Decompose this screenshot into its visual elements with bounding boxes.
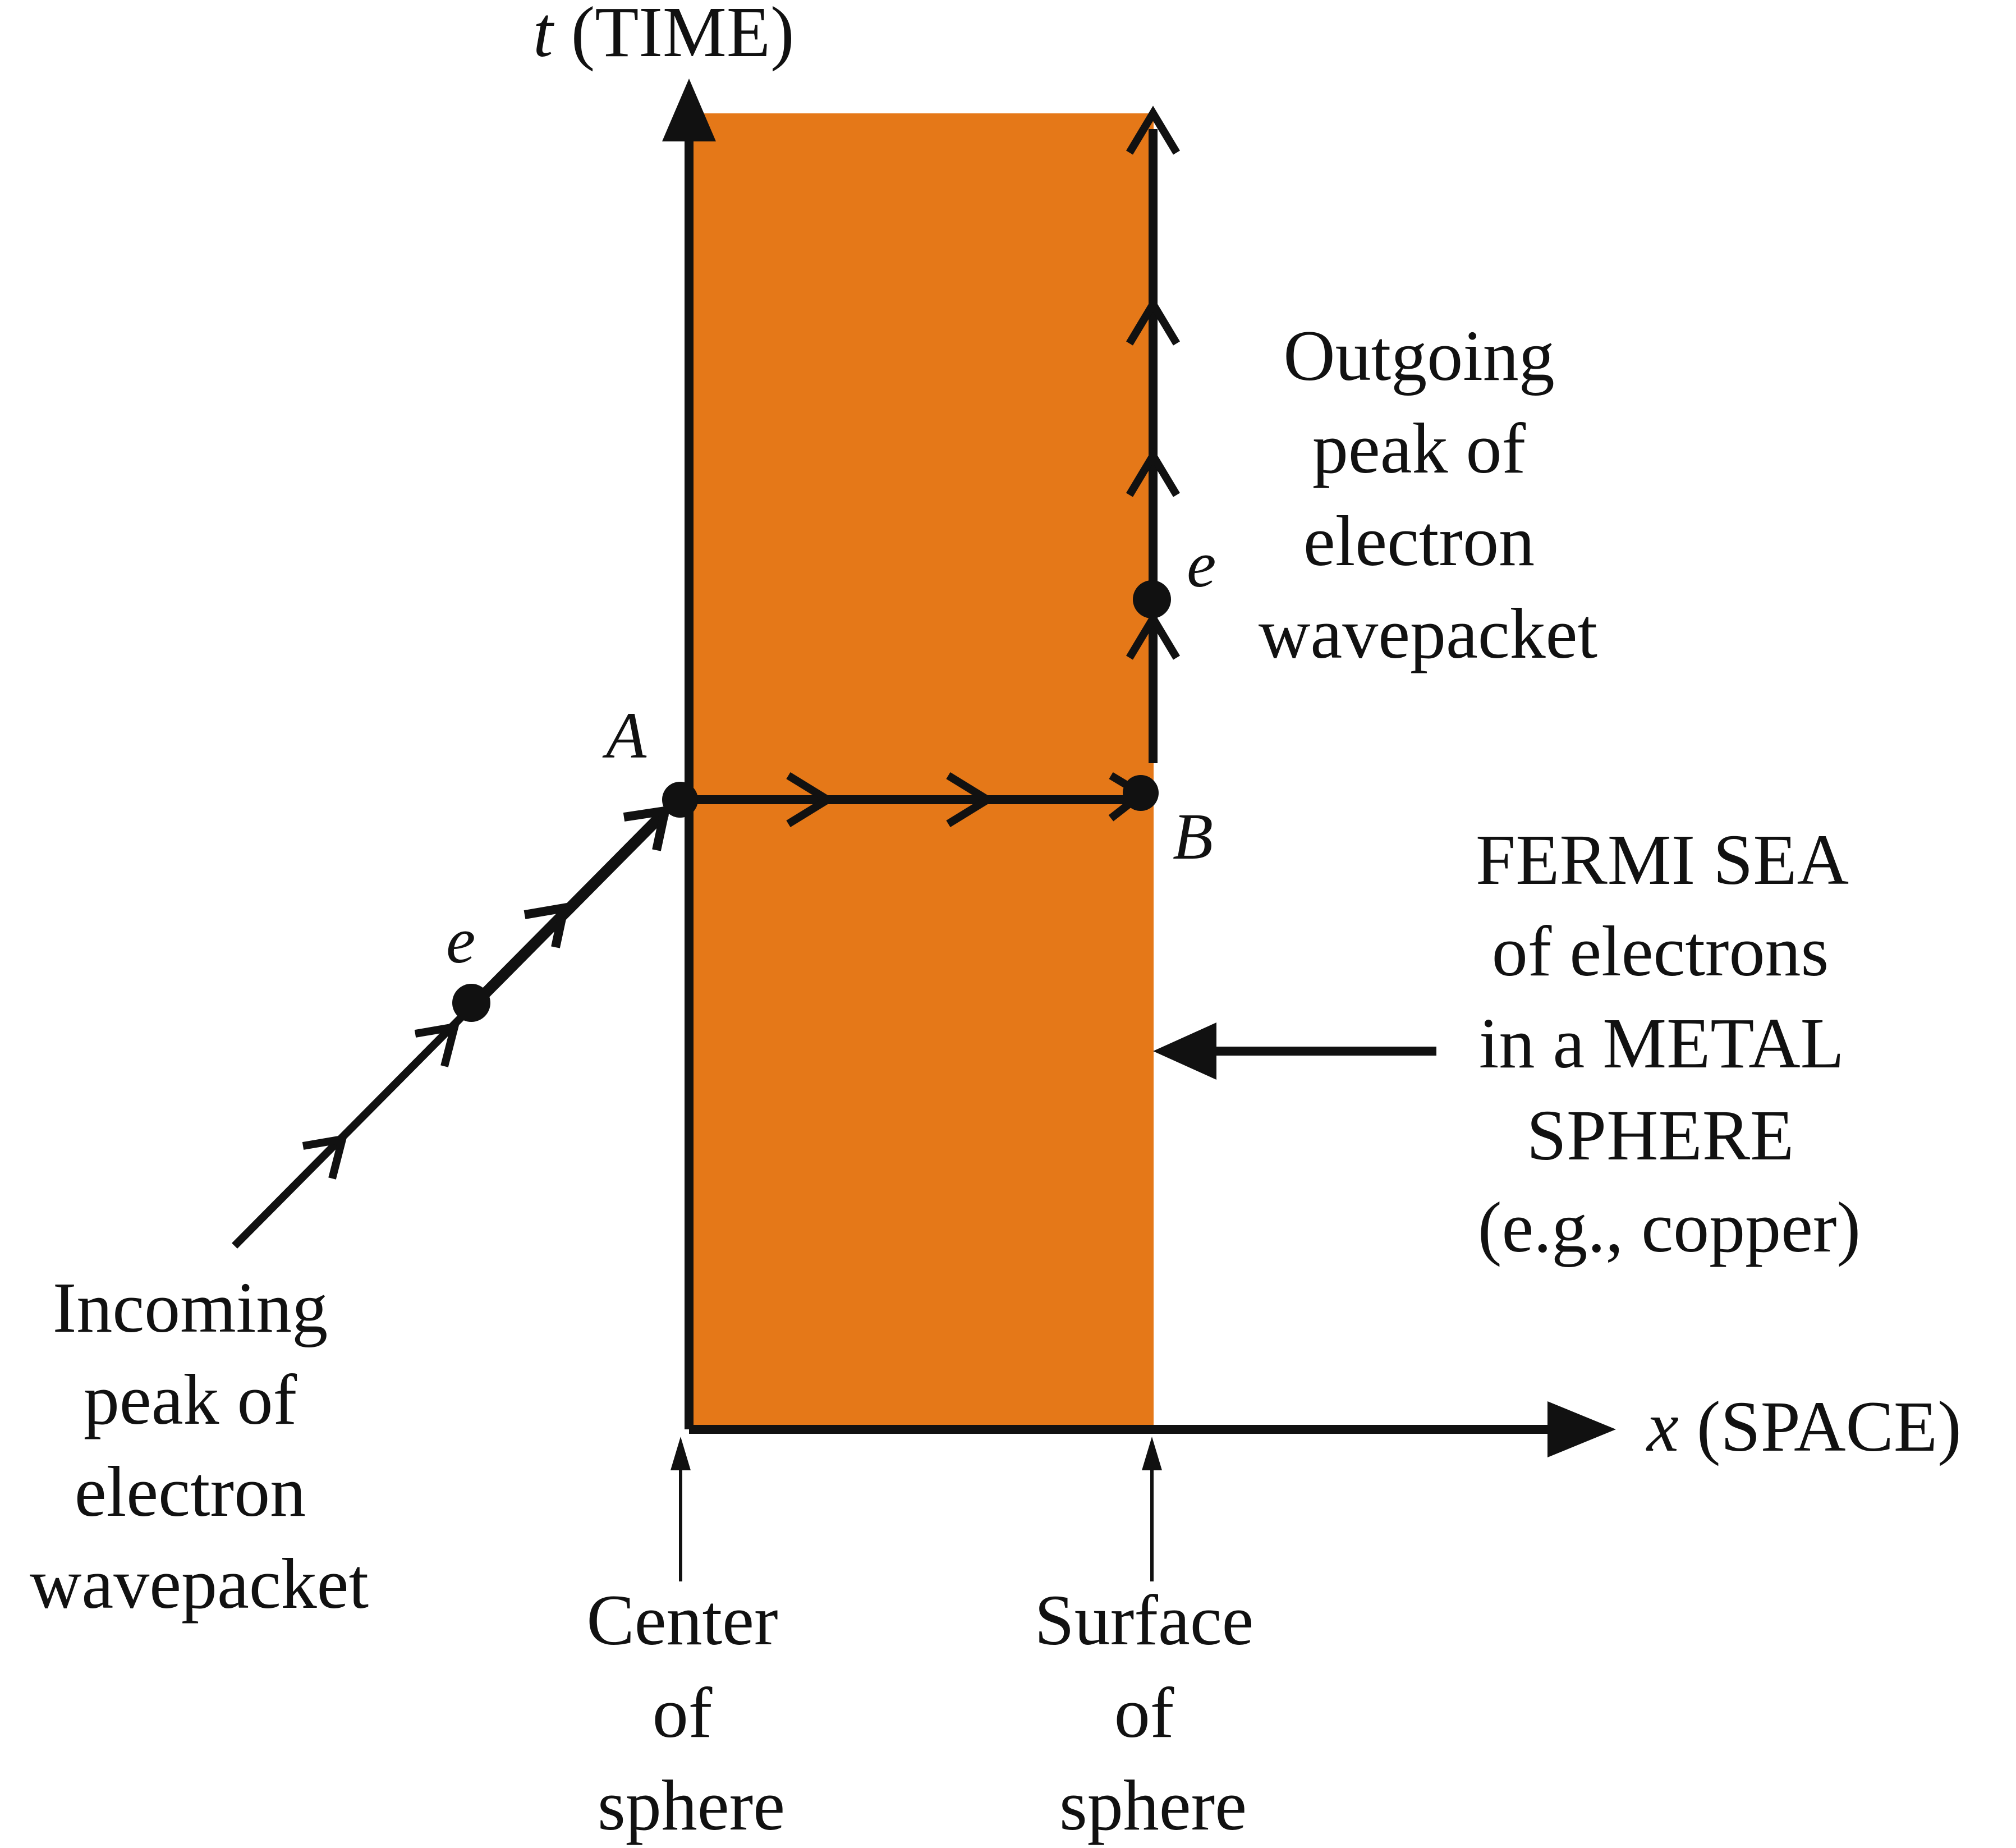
space-axis-label: x (SPACE) bbox=[1646, 1387, 1962, 1466]
incoming-worldline bbox=[232, 805, 671, 1249]
time-axis-label: t (TIME) bbox=[533, 0, 795, 72]
space-axis bbox=[689, 1401, 1616, 1457]
surface-pointer-arrow bbox=[1142, 1437, 1162, 1581]
incoming-label: Incoming peak of electron wavepacket bbox=[30, 1268, 369, 1624]
point-a-dot bbox=[662, 782, 698, 818]
time-axis bbox=[662, 79, 716, 1429]
outgoing-label: Outgoing peak of electron wavepacket bbox=[1259, 316, 1597, 673]
fermi-sea-label: FERMI SEA of electrons in a METAL SPHERE… bbox=[1476, 820, 1863, 1267]
electron-incoming-dot bbox=[452, 984, 490, 1022]
surface-label: Surface of sphere bbox=[1035, 1580, 1272, 1845]
fermi-pointer-arrow bbox=[1153, 1022, 1436, 1080]
surface-worldline bbox=[1126, 106, 1181, 763]
center-label: Center of sphere bbox=[586, 1580, 796, 1845]
electron-outgoing-label: e bbox=[1187, 528, 1216, 601]
point-b-dot bbox=[1123, 775, 1159, 811]
electron-outgoing-dot bbox=[1133, 580, 1171, 618]
electron-incoming-label: e bbox=[446, 904, 475, 977]
point-a-label: A bbox=[602, 699, 647, 772]
center-pointer-arrow bbox=[671, 1437, 691, 1581]
point-b-label: B bbox=[1173, 800, 1213, 873]
fermi-sea-region bbox=[690, 113, 1154, 1429]
